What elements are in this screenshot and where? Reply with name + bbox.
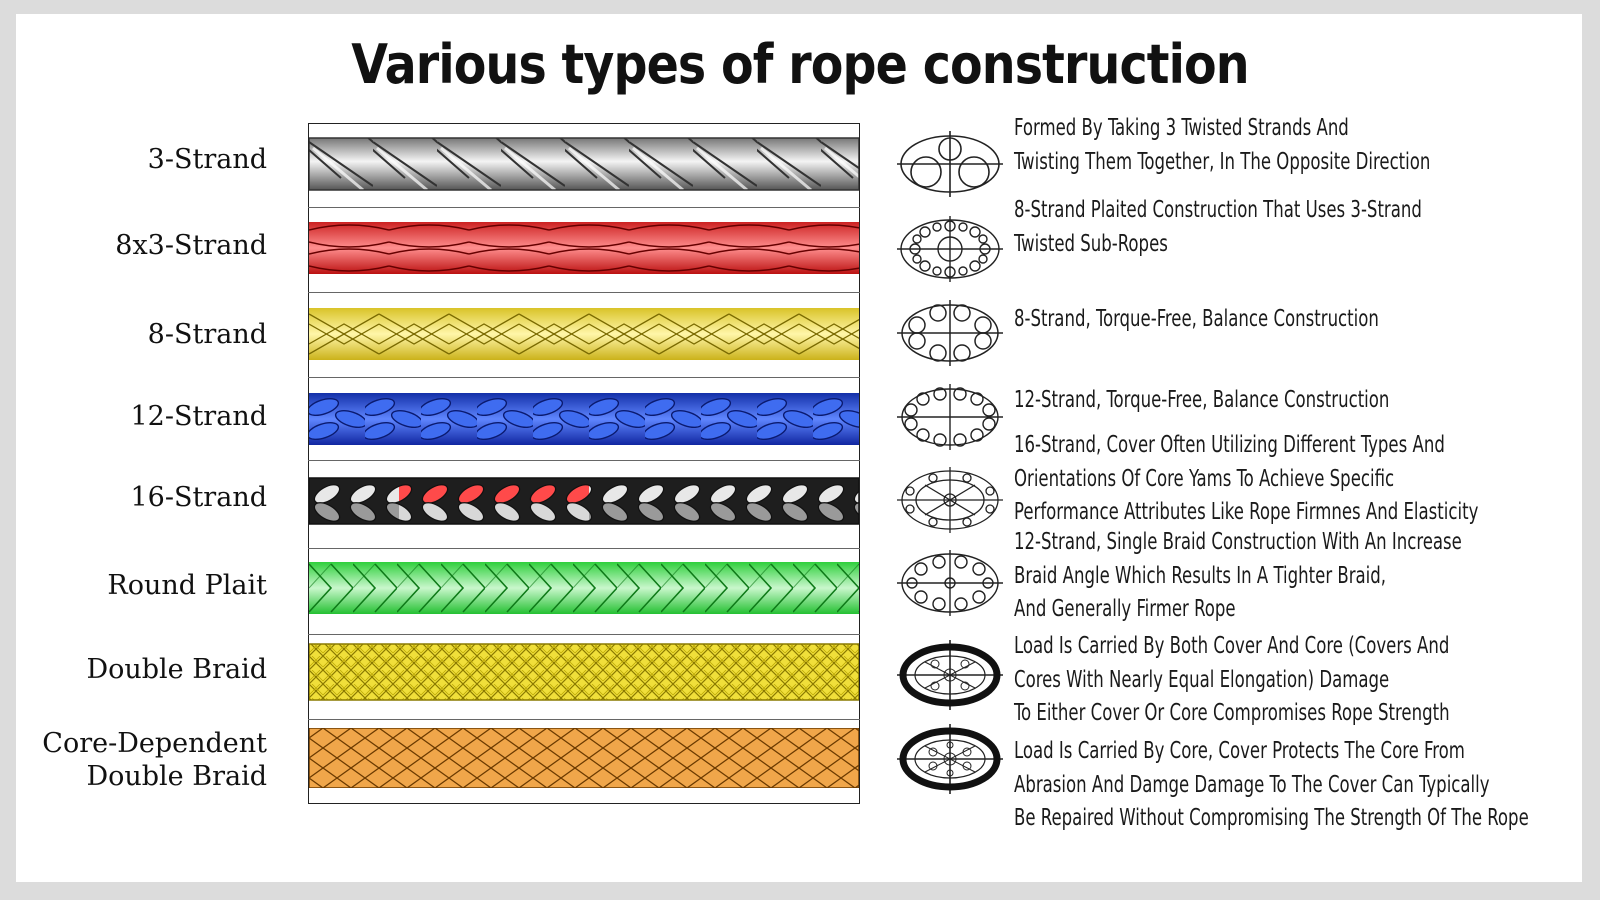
description-16-strand: 16-Strand, Cover Often Utilizing Differe… bbox=[1014, 429, 1478, 530]
row-label-core-dependent-double-braid: Core-Dependent Double Braid bbox=[42, 727, 267, 793]
description-line: Load Is Carried By Core, Cover Protects … bbox=[1014, 738, 1465, 764]
row-label-16-strand: 16-Strand bbox=[130, 482, 267, 513]
description-line: Formed By Taking 3 Twisted Strands And bbox=[1014, 115, 1349, 141]
rope-16-strand-image bbox=[309, 477, 859, 525]
description-line: 8-Strand, Torque-Free, Balance Construct… bbox=[1014, 306, 1379, 332]
description-8x3-strand: 8-Strand Plaited Construction That Uses … bbox=[1014, 194, 1422, 261]
description-line: Be Repaired Without Compromising The Str… bbox=[1014, 805, 1529, 831]
description-line: Performance Attributes Like Rope Firmnes… bbox=[1014, 499, 1479, 525]
cross-section-12-strand-icon bbox=[897, 384, 1003, 450]
description-line: Twisted Sub-Ropes bbox=[1014, 230, 1168, 257]
description-line: 16-Strand, Cover Often Utilizing Differe… bbox=[1014, 432, 1445, 458]
cross-section-round-plait-icon bbox=[897, 550, 1003, 616]
rope-divider bbox=[308, 719, 860, 720]
rope-divider bbox=[308, 634, 860, 635]
rope-core-dependent-double-braid-image bbox=[309, 728, 859, 788]
description-line: Abrasion And Damge Damage To The Cover C… bbox=[1014, 771, 1490, 798]
description-line: Twisting Them Together, In The Opposite … bbox=[1014, 148, 1431, 175]
rope-8x3-strand-image bbox=[309, 222, 859, 274]
cross-section-double-braid-icon bbox=[897, 640, 1003, 710]
rope-divider bbox=[308, 207, 860, 208]
row-label-double-braid: Double Braid bbox=[86, 654, 267, 685]
description-3-strand: Formed By Taking 3 Twisted Strands And T… bbox=[1014, 112, 1430, 179]
cross-section-core-dependent-double-braid-icon bbox=[897, 724, 1003, 794]
description-line: Braid Angle Which Results In A Tighter B… bbox=[1014, 562, 1387, 589]
description-12-strand: 12-Strand, Torque-Free, Balance Construc… bbox=[1014, 384, 1389, 418]
row-label-3-strand: 3-Strand bbox=[147, 144, 267, 175]
cross-section-3-strand-icon bbox=[897, 131, 1003, 197]
diagram-title: Various types of rope construction bbox=[351, 33, 1249, 96]
row-label-round-plait: Round Plait bbox=[107, 570, 267, 601]
rope-round-plait-image bbox=[309, 562, 859, 614]
rope-double-braid-image bbox=[309, 643, 859, 701]
row-label-line: Core-Dependent bbox=[42, 728, 267, 759]
row-label-12-strand: 12-Strand bbox=[130, 401, 267, 432]
rope-divider bbox=[308, 460, 860, 461]
row-label-8x3-strand: 8x3-Strand bbox=[115, 230, 267, 261]
description-double-braid: Load Is Carried By Both Cover And Core (… bbox=[1014, 630, 1450, 731]
description-core-dependent-double-braid: Load Is Carried By Core, Cover Protects … bbox=[1014, 735, 1529, 836]
cross-section-8-strand-icon bbox=[897, 300, 1003, 366]
description-line: To Either Cover Or Core Compromises Rope… bbox=[1014, 700, 1450, 726]
rope-8-strand-image bbox=[309, 308, 859, 360]
rope-3-strand-image bbox=[309, 137, 859, 191]
cross-section-8x3-strand-icon bbox=[897, 216, 1003, 282]
description-line: Cores With Nearly Equal Elongation) Dama… bbox=[1014, 666, 1390, 693]
rope-image-frame bbox=[308, 123, 860, 804]
description-line: And Generally Firmer Rope bbox=[1014, 596, 1236, 622]
cross-section-16-strand-icon bbox=[897, 467, 1003, 533]
description-line: Orientations Of Core Yams To Achieve Spe… bbox=[1014, 465, 1395, 492]
rope-12-strand-image bbox=[309, 393, 859, 445]
row-label-8-strand: 8-Strand bbox=[147, 319, 267, 350]
rope-divider bbox=[308, 377, 860, 378]
description-line: 12-Strand, Torque-Free, Balance Construc… bbox=[1014, 387, 1390, 413]
row-label-line: Double Braid bbox=[86, 761, 267, 792]
rope-divider bbox=[308, 292, 860, 293]
description-line: 8-Strand Plaited Construction That Uses … bbox=[1014, 197, 1422, 223]
description-round-plait: 12-Strand, Single Braid Construction Wit… bbox=[1014, 526, 1462, 627]
description-line: 12-Strand, Single Braid Construction Wit… bbox=[1014, 529, 1462, 555]
rope-divider bbox=[308, 548, 860, 549]
description-line: Load Is Carried By Both Cover And Core (… bbox=[1014, 633, 1450, 659]
description-8-strand: 8-Strand, Torque-Free, Balance Construct… bbox=[1014, 303, 1379, 337]
